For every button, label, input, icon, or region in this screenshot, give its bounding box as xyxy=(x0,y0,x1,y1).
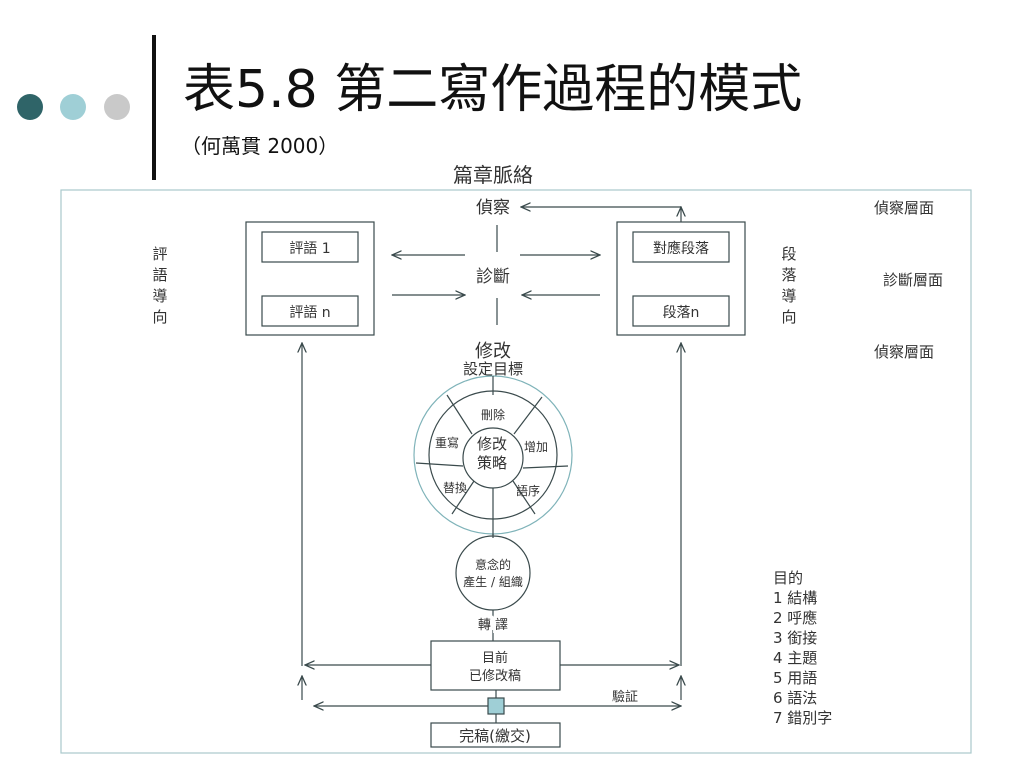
idea-label-line1: 意念的 xyxy=(475,557,511,572)
paragraph-n-label: 段落n xyxy=(663,305,700,321)
comment-n-box xyxy=(261,295,359,327)
final-draft-label: 完稿(繳交) xyxy=(459,727,531,745)
strategy-add-label: 增加 xyxy=(524,440,548,454)
left-side-label-4: 向 xyxy=(152,308,167,326)
strategy-center-line1: 修改 xyxy=(477,435,507,453)
paragraph-group-box xyxy=(616,221,746,336)
set-goal-label: 設定目標 xyxy=(463,360,523,378)
strategy-order-label: 語序 xyxy=(516,483,540,498)
right-side-label-3: 導 xyxy=(781,287,796,305)
slide-title: 表5.8 第二寫作過程的模式 xyxy=(183,60,803,120)
left-side-label-3: 導 xyxy=(152,287,167,305)
decor-dot-dark xyxy=(17,94,43,120)
level-diagnose-label: 診斷層面 xyxy=(883,271,943,289)
verify-label: 驗証 xyxy=(612,690,638,705)
idea-label-line2: 產生 / 組織 xyxy=(463,574,523,589)
left-side-label-1: 評 xyxy=(152,245,167,263)
strategy-replace-label: 替換 xyxy=(443,481,467,495)
title-divider xyxy=(152,35,156,180)
level-detect-mid-label: 偵察層面 xyxy=(874,343,934,361)
paragraph-match-box xyxy=(632,231,730,263)
right-side-label-2: 落 xyxy=(781,266,796,284)
right-side-label-1: 段 xyxy=(781,245,796,263)
idea-circle xyxy=(455,535,531,611)
decor-dot-light xyxy=(60,94,86,120)
current-draft-line2: 已修改稿 xyxy=(469,668,521,684)
revise-label: 修改 xyxy=(475,341,511,362)
detect-label: 偵察 xyxy=(476,198,510,218)
comment-n-label: 評語 n xyxy=(289,305,330,321)
translate-label: 轉 譯 xyxy=(478,617,508,633)
current-draft-line1: 目前 xyxy=(482,650,508,666)
verify-checkpoint xyxy=(487,697,505,715)
left-side-label-2: 語 xyxy=(152,266,167,284)
comment-1-box xyxy=(261,231,359,263)
comment-1-label: 評語 1 xyxy=(289,241,330,257)
paragraph-match-label: 對應段落 xyxy=(653,240,709,257)
context-label: 篇章脈絡 xyxy=(453,163,533,187)
diagnose-label: 診斷 xyxy=(476,267,510,287)
strategy-rewrite-label: 重寫 xyxy=(435,435,459,450)
purpose-item-4: 4 主題 xyxy=(773,649,817,667)
diagram-frame xyxy=(60,189,972,754)
purpose-item-6: 6 語法 xyxy=(773,689,817,707)
slide-subtitle: （何萬貫 2000） xyxy=(181,134,339,158)
final-draft-box xyxy=(430,722,561,748)
purpose-title: 目的 xyxy=(773,569,803,587)
strategy-center-line2: 策略 xyxy=(477,454,507,472)
purpose-item-1: 1 結構 xyxy=(773,589,817,607)
purpose-item-5: 5 用語 xyxy=(773,669,817,687)
purpose-item-2: 2 呼應 xyxy=(773,609,817,627)
purpose-item-3: 3 銜接 xyxy=(773,629,817,647)
level-detect-top-label: 偵察層面 xyxy=(874,199,934,217)
paragraph-n-box xyxy=(632,295,730,327)
strategy-delete-label: 刪除 xyxy=(481,407,505,422)
purpose-item-7: 7 錯別字 xyxy=(773,709,832,727)
comment-group-box xyxy=(245,221,375,336)
right-side-label-4: 向 xyxy=(781,308,796,326)
decor-dot-gray xyxy=(104,94,130,120)
